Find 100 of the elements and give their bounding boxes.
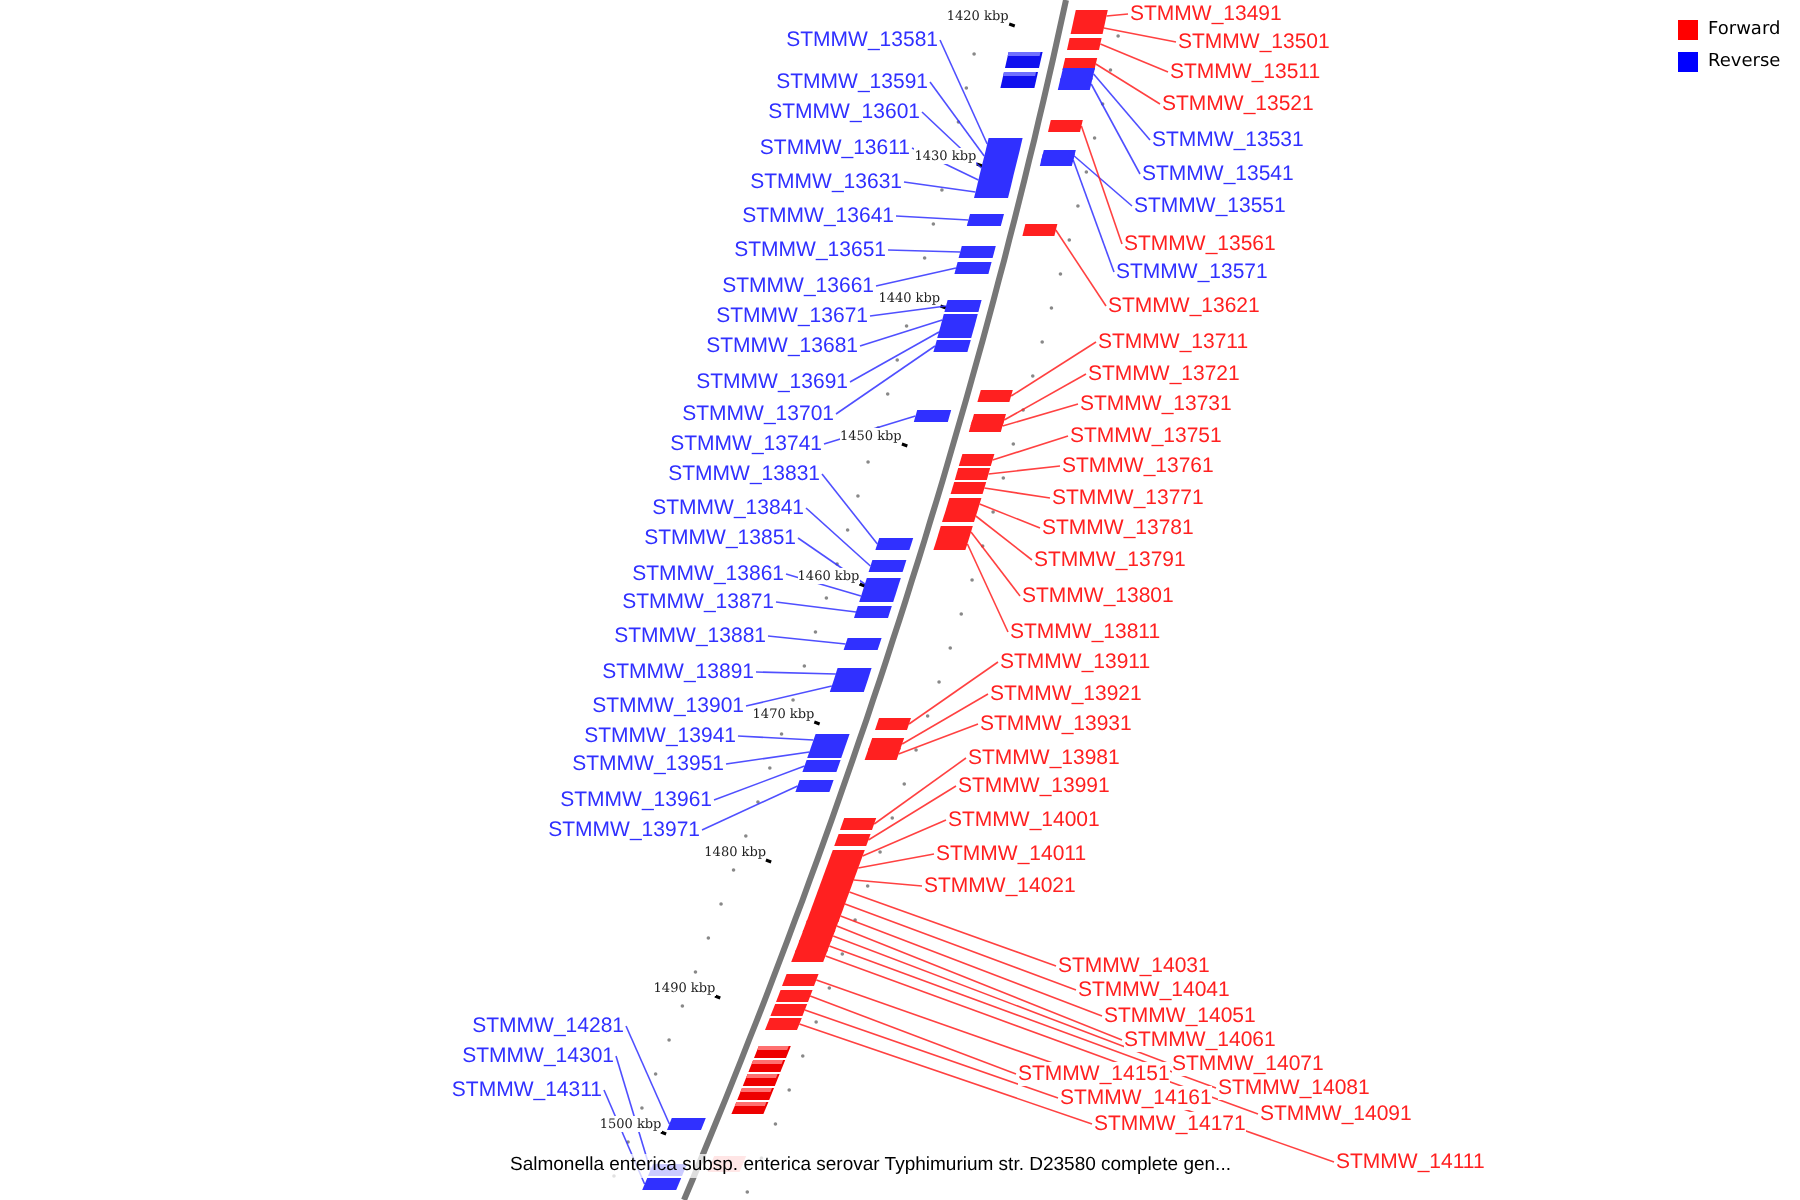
gene-bar (933, 340, 971, 352)
leader-line (828, 945, 1217, 1089)
leader-line (701, 785, 799, 831)
gene-bar (1070, 22, 1106, 34)
gene-label: STMMW_13861 (632, 562, 784, 586)
gene-bar (863, 578, 901, 590)
gene-bar (815, 886, 852, 898)
gene-bar (950, 482, 987, 494)
gene-label: STMMW_13551 (1134, 194, 1286, 218)
leader-line (859, 319, 943, 347)
gene-bar (765, 1018, 802, 1030)
gene-label: STMMW_14051 (1104, 1004, 1256, 1028)
gene-bar (819, 874, 856, 886)
gene-label: STMMW_13541 (1142, 162, 1294, 186)
gene-bar (1022, 224, 1058, 236)
gene-label: STMMW_13501 (1178, 30, 1330, 54)
gene-bar (982, 150, 1020, 162)
leader-line (887, 249, 961, 253)
gene-label: STMMW_14151 (1018, 1062, 1170, 1086)
leader-line (1001, 403, 1079, 427)
gene-bar (1048, 120, 1083, 132)
gene-label: STMMW_14011 (936, 842, 1087, 866)
gene-bar (840, 818, 877, 830)
gene-label: STMMW_14021 (924, 874, 1076, 898)
gene-label: STMMW_13811 (1010, 620, 1161, 644)
gene-label: STMMW_14091 (1260, 1102, 1412, 1126)
leader-line (832, 935, 1171, 1065)
leader-line (1090, 83, 1141, 175)
gene-label: STMMW_13831 (668, 462, 820, 486)
gene-bar (977, 390, 1013, 402)
leader-line (836, 925, 1123, 1041)
gene-label: STMMW_14171 (1094, 1112, 1246, 1136)
gene-label: STMMW_13621 (1108, 294, 1260, 318)
gene-bar (834, 834, 871, 846)
leader-line (1080, 125, 1123, 245)
leader-line (991, 435, 1069, 461)
leader-line (903, 181, 977, 193)
gene-bar (966, 214, 1004, 226)
leader-line (804, 1009, 1059, 1099)
leader-line (625, 1025, 671, 1125)
gene-bar (954, 262, 992, 274)
leader-line (908, 661, 999, 725)
leader-line (978, 503, 1041, 529)
gene-bar (875, 718, 911, 730)
leader-line (835, 345, 936, 415)
leader-line (970, 531, 1021, 597)
leader-line (745, 685, 833, 707)
gene-label: STMMW_13771 (1052, 486, 1204, 510)
gene-bar (667, 1118, 706, 1130)
gene-bar (958, 454, 995, 466)
gene-bar (977, 174, 1014, 186)
gene-bar (937, 526, 973, 538)
leader-line (897, 723, 979, 755)
gene-label: STMMW_13531 (1152, 128, 1304, 152)
gene-bar (913, 410, 952, 422)
gene-bar (802, 760, 841, 772)
gene-bar (942, 510, 978, 522)
gene-label: STMMW_13611 (759, 136, 910, 160)
leader-line (1105, 13, 1129, 17)
leader-line (775, 601, 857, 613)
leader-line (929, 81, 985, 157)
leader-line (873, 757, 967, 825)
gene-bar (933, 538, 970, 550)
gene-label: STMMW_14071 (1172, 1052, 1324, 1076)
leader-line (1003, 373, 1087, 421)
gene-label: STMMW_13711 (1098, 330, 1249, 354)
gene-label: STMMW_13721 (1088, 362, 1240, 386)
leader-line (848, 891, 1057, 967)
gene-label: STMMW_13801 (1022, 584, 1174, 608)
gene-label: STMMW_13911 (1000, 650, 1151, 674)
leader-line (821, 473, 879, 545)
gene-bar (958, 246, 996, 258)
leader-line (1092, 73, 1151, 141)
leader-line (975, 515, 1033, 561)
gene-label: STMMW_13891 (602, 660, 754, 684)
gene-label: STMMW_14061 (1124, 1028, 1276, 1052)
gene-label: STMMW_13661 (722, 274, 874, 298)
leader-line (939, 39, 988, 145)
gene-label: STMMW_14301 (462, 1044, 614, 1068)
gene-bar (776, 990, 813, 1002)
gene-label: STMMW_13701 (682, 402, 834, 426)
gene-bar (807, 746, 846, 758)
leader-line (867, 785, 957, 841)
leader-line (857, 853, 935, 869)
legend-label: Forward (1708, 20, 1781, 42)
gene-label: STMMW_13841 (652, 496, 804, 520)
gene-label: STMMW_14001 (948, 808, 1100, 832)
gene-bar (1039, 154, 1075, 166)
gene-label: STMMW_13871 (622, 590, 774, 614)
gene-label: STMMW_13921 (990, 682, 1142, 706)
gene-label: STMMW_13671 (716, 304, 868, 328)
gene-bar (833, 668, 872, 680)
gene-label: STMMW_13601 (768, 100, 920, 124)
gene-label: STMMW_13491 (1130, 2, 1282, 26)
gene-label: STMMW_13631 (750, 170, 902, 194)
leader-line (1095, 63, 1161, 105)
leader-line (1099, 43, 1169, 73)
gene-label: STMMW_13851 (644, 526, 796, 550)
gene-label: STMMW_13951 (572, 752, 724, 776)
gene-bar (824, 862, 861, 874)
